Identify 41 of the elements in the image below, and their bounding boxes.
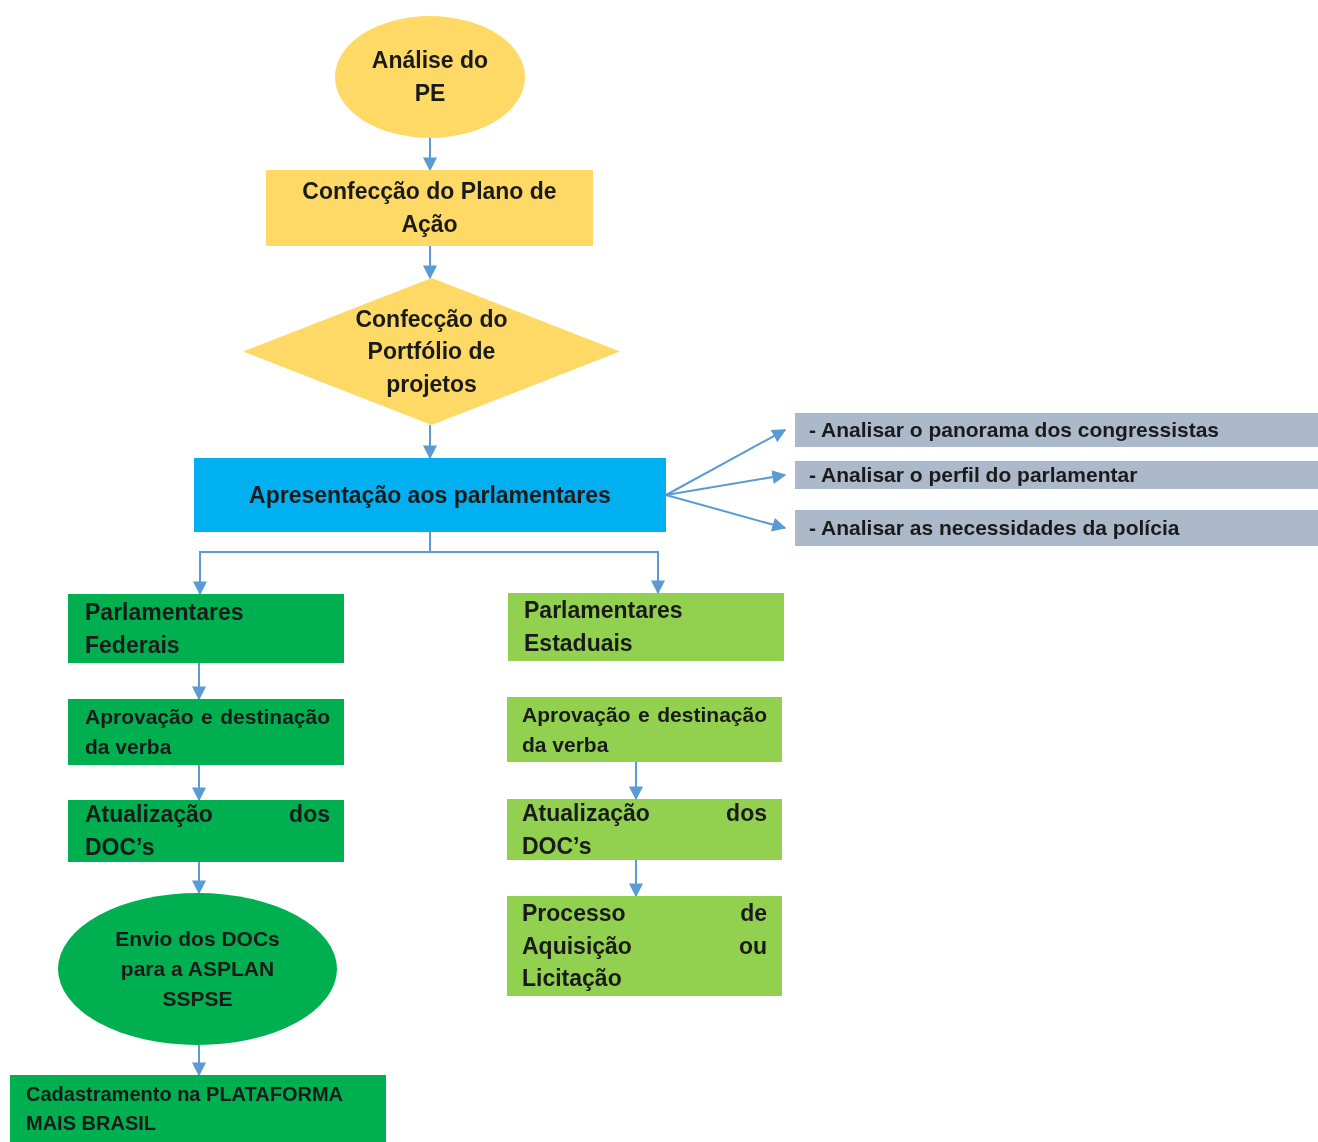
arrow xyxy=(629,859,643,898)
arrow xyxy=(423,137,437,172)
process-box xyxy=(10,1075,386,1142)
note-bar xyxy=(795,461,1318,489)
node-text: Envio dos DOCs para a ASPLAN SSPSE xyxy=(114,926,281,1012)
node-text: Confecção do Plano de Ação xyxy=(301,177,558,239)
arrow xyxy=(192,1044,206,1077)
note-bar xyxy=(795,510,1318,546)
arrow xyxy=(665,470,787,496)
node-text: Parlamentares Estaduais xyxy=(524,596,684,658)
process-box xyxy=(68,594,344,663)
node-text: Aprovação e destinação da verba xyxy=(522,701,767,758)
process-box xyxy=(508,593,784,661)
node-text: Atualização dos DOC’s xyxy=(522,798,767,861)
process-box xyxy=(266,170,593,246)
process-box xyxy=(68,699,344,765)
node-text: Aprovação e destinação da verba xyxy=(85,704,330,760)
decision-diamond xyxy=(243,278,620,425)
arrow xyxy=(192,662,206,701)
arrow xyxy=(665,429,787,496)
arrow xyxy=(665,494,787,532)
node-text: Atualização dos DOC’s xyxy=(85,800,330,862)
arrow xyxy=(423,245,437,280)
node-text: - Analisar o panorama dos congressistas xyxy=(809,417,1221,444)
arrow xyxy=(423,424,437,460)
note-bar xyxy=(795,413,1318,447)
node-text: Parlamentares Federais xyxy=(85,597,245,660)
node-text: Processo de Aquisição ou Licitação xyxy=(522,899,767,994)
arrow xyxy=(192,764,206,802)
node-text: - Analisar as necessidades da polícia xyxy=(809,515,1181,542)
node-text: Apresentação aos parlamentares xyxy=(248,480,612,510)
process-box xyxy=(507,697,782,762)
process-box xyxy=(507,896,782,996)
arrow xyxy=(192,861,206,895)
node-text: Confecção do Portfólio de projetos xyxy=(354,304,509,399)
node-text: Análise do PE xyxy=(370,46,490,108)
arrow xyxy=(429,531,665,595)
node-text: Cadastramento na PLATAFORMA MAIS BRASIL xyxy=(26,1082,344,1136)
arrow xyxy=(629,761,643,801)
node-text: - Analisar o perfil do parlamentar xyxy=(809,462,1139,489)
process-box xyxy=(194,458,666,532)
